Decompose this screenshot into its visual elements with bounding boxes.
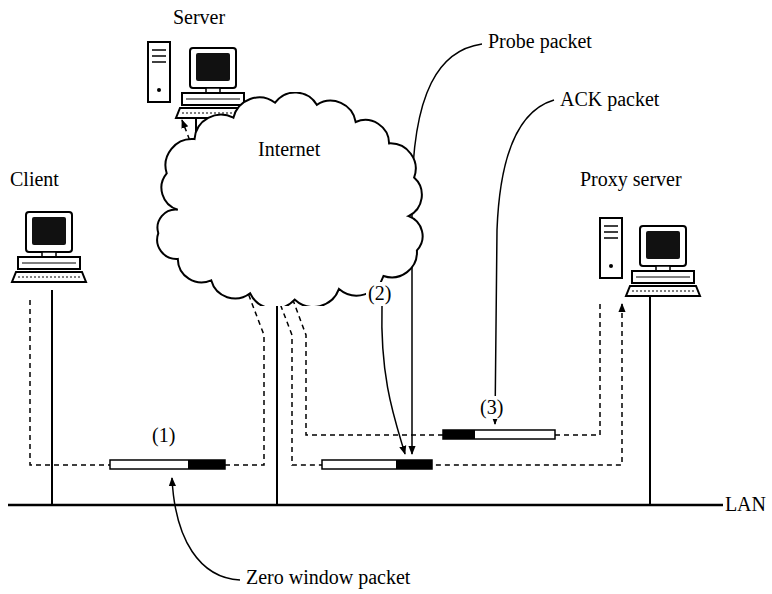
leader-line [412,44,482,454]
leader-line [382,306,405,454]
node-label: Client [10,168,112,191]
callout-label: ACK packet [558,88,661,111]
internet-cloud: Internet [150,92,428,306]
packet-header [188,460,225,469]
packet-bar [443,430,555,439]
packet-header [443,430,475,439]
callout-number: (1) [150,424,177,447]
callout-label: Zero window packet [244,566,412,589]
leader-line [495,100,554,424]
packet-header [396,460,432,469]
cloud-shape [157,93,422,306]
network-label: LAN [723,493,768,516]
client-node: Client [10,168,112,300]
node-label: Proxy server [580,168,716,191]
leader-line [172,478,240,580]
packet-bar [110,460,225,469]
callout-number: (2) [366,282,393,305]
callout-number: (3) [478,396,505,419]
packet-bar [322,460,432,469]
proxy-server-node: Proxy server [580,168,716,304]
callout-label: Probe packet [486,30,594,53]
cloud-outline [150,92,428,306]
node-label: Server [140,6,258,29]
server-node: Server [140,6,258,120]
cloud-label: Internet [258,138,320,161]
